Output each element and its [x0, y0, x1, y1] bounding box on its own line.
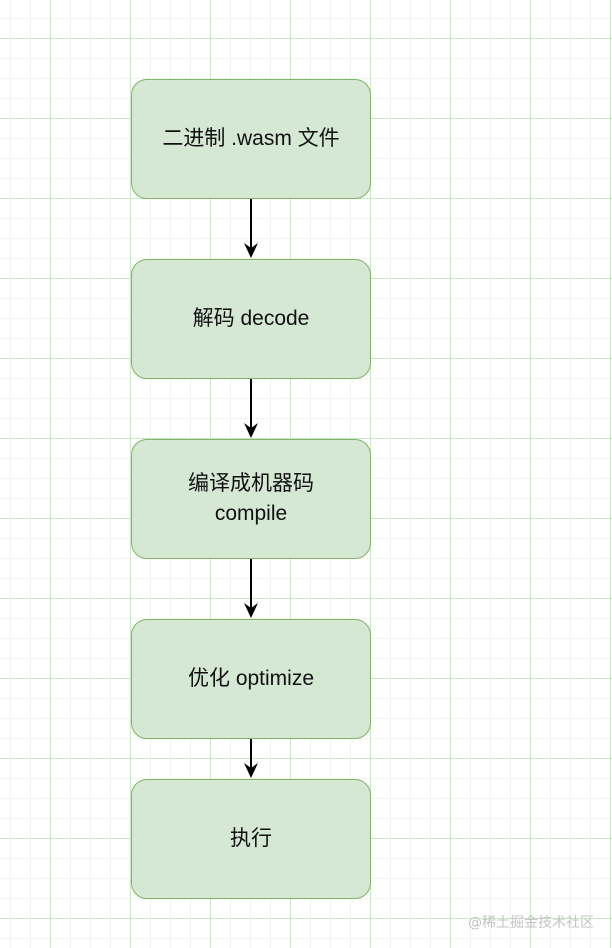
- node-label: 二进制 .wasm 文件: [162, 127, 340, 150]
- arrowhead-icon: [244, 243, 258, 258]
- node-label: 执行: [230, 827, 272, 850]
- node-compile[interactable]: 编译成机器码 compile: [131, 439, 371, 559]
- arrowhead-icon: [244, 603, 258, 618]
- node-label: 编译成机器码: [188, 472, 314, 495]
- node-optimize[interactable]: 优化 optimize: [131, 619, 371, 739]
- node-label: 优化 optimize: [187, 667, 315, 690]
- arrowhead-icon: [244, 763, 258, 778]
- node-label: 解码 decode: [192, 307, 310, 330]
- node-binary-wasm-file[interactable]: 二进制 .wasm 文件: [131, 79, 371, 199]
- node-label-secondary: compile: [214, 502, 288, 525]
- arrowhead-icon: [244, 423, 258, 438]
- node-decode[interactable]: 解码 decode: [131, 259, 371, 379]
- watermark: @稀土掘金技术社区: [468, 915, 594, 931]
- node-execute[interactable]: 执行: [131, 779, 371, 899]
